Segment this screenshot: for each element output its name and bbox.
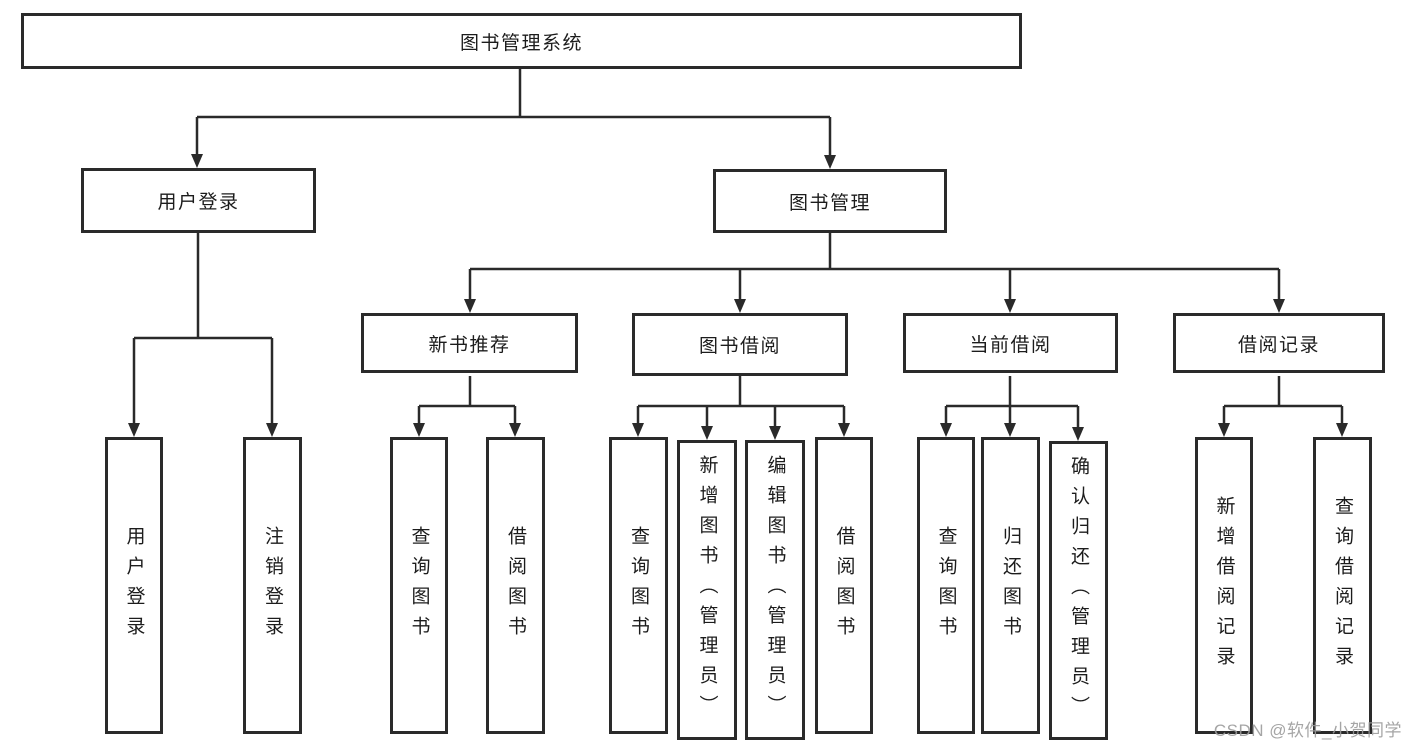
leaf-query-borrow-record: 查询借阅记录 [1313, 437, 1372, 734]
arrow-down-icon [464, 299, 476, 313]
leaf-query-books-recommend: 查询图书 [390, 437, 448, 734]
leaf-query-books-current: 查询图书 [917, 437, 975, 734]
node-borrowing-records: 借阅记录 [1173, 313, 1385, 373]
node-user-login: 用户登录 [81, 168, 316, 233]
arrow-down-icon [191, 154, 203, 168]
arrow-down-icon [413, 423, 425, 437]
arrow-down-icon [509, 423, 521, 437]
node-new-book-recommendation: 新书推荐 [361, 313, 578, 373]
leaf-return-books: 归还图书 [981, 437, 1040, 734]
node-label: 借阅图书 [505, 525, 526, 646]
node-label: 注销登录 [262, 525, 283, 646]
node-label: 新书推荐 [428, 334, 511, 356]
node-library-management-system: 图书管理系统 [21, 13, 1022, 69]
node-label: 图书管理 [788, 192, 871, 214]
arrow-down-icon [1072, 427, 1084, 441]
node-book-borrowing: 图书借阅 [632, 313, 848, 376]
leaf-confirm-return-admin: 确认归还（管理员） [1049, 441, 1108, 740]
arrow-down-icon [632, 423, 644, 437]
watermark: CSDN @软件_小贺同学 [1213, 721, 1402, 740]
node-label: 确认归还（管理员） [1068, 455, 1089, 726]
node-book-management: 图书管理 [713, 169, 947, 233]
arrow-down-icon [769, 426, 781, 440]
leaf-user-login: 用户登录 [105, 437, 163, 734]
node-label: 归还图书 [1000, 525, 1021, 646]
node-current-borrowing: 当前借阅 [903, 313, 1118, 373]
arrow-down-icon [1218, 423, 1230, 437]
arrow-down-icon [1004, 299, 1016, 313]
node-label: 用户登录 [123, 525, 145, 646]
arrowheads [128, 154, 1348, 441]
node-label: 用户登录 [157, 192, 240, 213]
leaf-add-borrow-record: 新增借阅记录 [1195, 437, 1253, 734]
leaf-logout: 注销登录 [243, 437, 302, 734]
connector-path [132, 69, 1344, 429]
node-label: 新增借阅记录 [1213, 495, 1235, 676]
arrow-down-icon [128, 423, 140, 437]
node-label: 新增图书（管理员） [696, 455, 718, 725]
node-label: 查询借阅记录 [1332, 495, 1353, 676]
arrow-down-icon [266, 423, 278, 437]
node-label: 图书管理系统 [459, 32, 583, 54]
leaf-add-books-admin: 新增图书（管理员） [677, 440, 737, 740]
arrow-down-icon [734, 299, 746, 313]
leaf-borrow-books: 借阅图书 [815, 437, 873, 734]
leaf-edit-books-admin: 编辑图书（管理员） [745, 440, 805, 740]
leaf-borrow-books-recommend: 借阅图书 [486, 437, 545, 734]
node-label: 借阅图书 [833, 525, 855, 646]
arrow-down-icon [1336, 423, 1348, 437]
node-label: 图书借阅 [698, 336, 781, 357]
node-label: 借阅记录 [1237, 334, 1320, 356]
arrow-down-icon [940, 423, 952, 437]
node-label: 查询图书 [935, 525, 957, 646]
node-label: 当前借阅 [969, 334, 1052, 356]
arrow-down-icon [1273, 299, 1285, 313]
arrow-down-icon [701, 426, 713, 440]
arrow-down-icon [838, 423, 850, 437]
arrow-down-icon [1004, 423, 1016, 437]
leaf-query-books-borrow: 查询图书 [609, 437, 668, 734]
node-label: 查询图书 [408, 525, 430, 646]
arrow-down-icon [824, 155, 836, 169]
node-label: 查询图书 [628, 525, 649, 646]
node-label: 编辑图书（管理员） [764, 455, 786, 725]
